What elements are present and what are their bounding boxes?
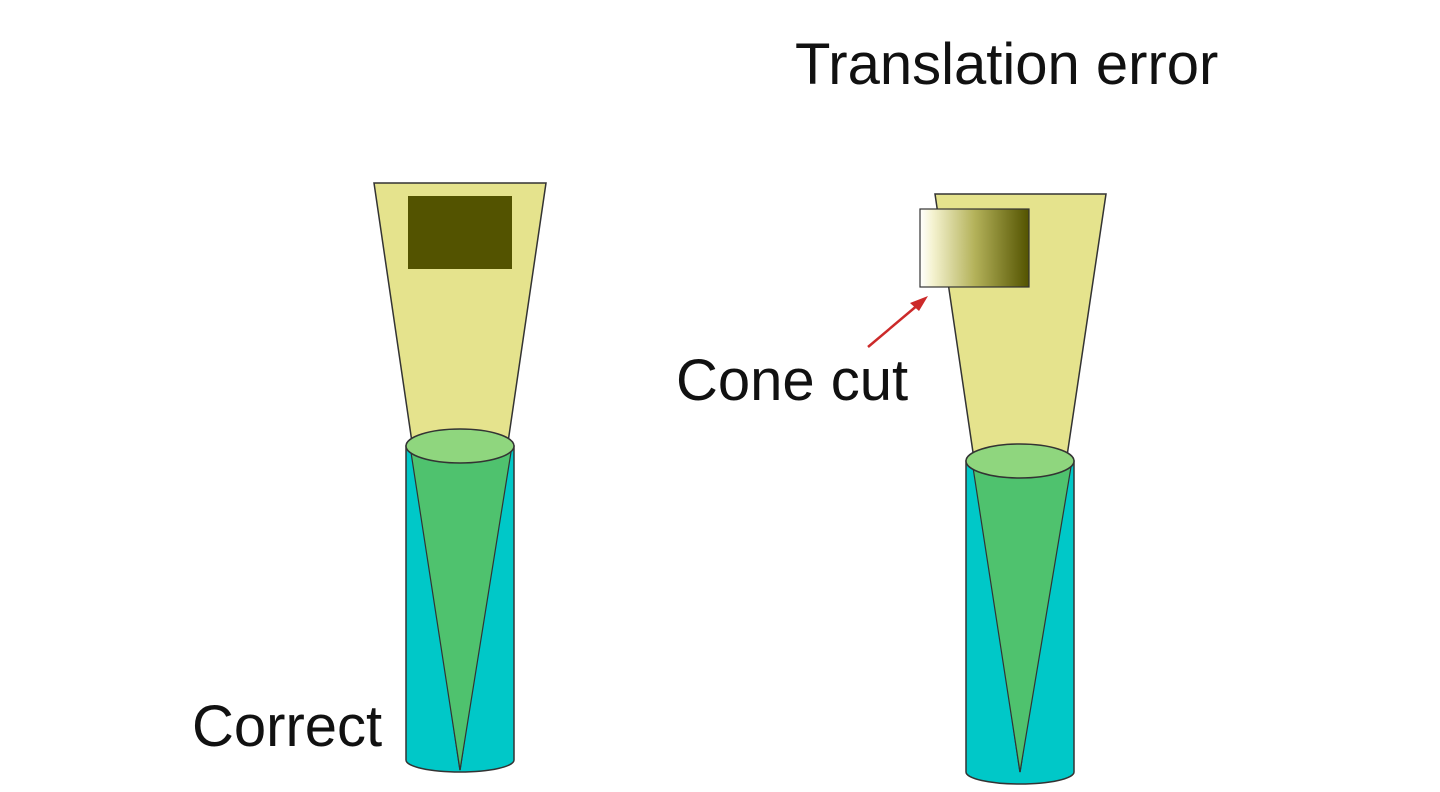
label-cone-cut: Cone cut [676,348,908,413]
title-translation-error: Translation error [795,32,1218,97]
error-field-rectangle [919,208,1030,288]
correct-cylinder-top [405,428,515,464]
cone-cut-arrow [867,296,928,348]
error-cylinder-top [965,443,1075,479]
label-correct: Correct [192,694,382,759]
correct-assembly [373,182,547,773]
correct-field-rectangle [408,196,512,269]
translation-error-assembly [919,193,1107,785]
